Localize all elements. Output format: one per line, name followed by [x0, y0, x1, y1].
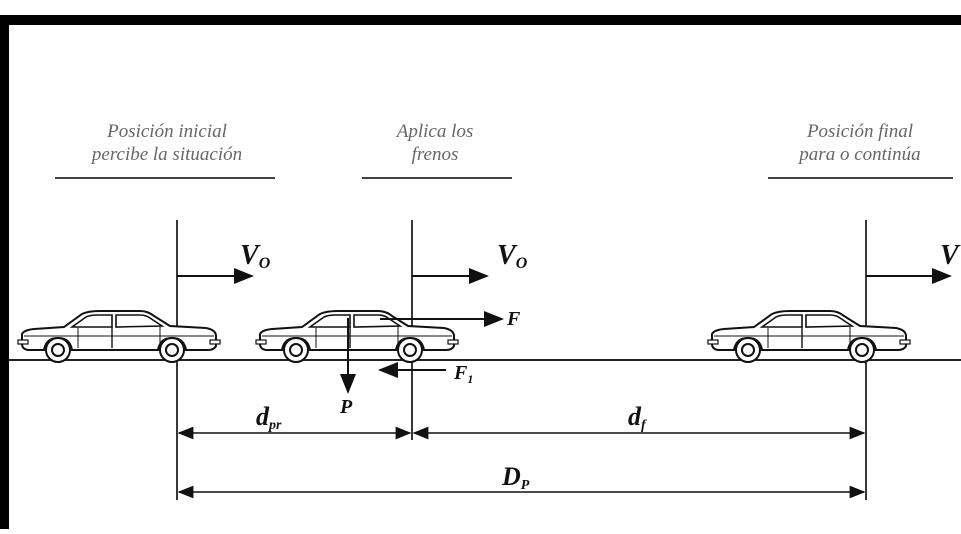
caption-initial-line1: Posición inicial [107, 121, 227, 142]
caption-brake-line1: Aplica los [396, 121, 474, 142]
label-force-f1-sub: 1 [467, 372, 474, 386]
label-v0-initial: VO [240, 240, 270, 272]
label-weight-p: P [340, 396, 352, 419]
label-dpr-sub: pr [269, 418, 282, 433]
label-v0-brake-main: V [497, 240, 516, 271]
label-dpr: dpr [256, 402, 282, 433]
caption-initial-underline [55, 177, 275, 179]
label-df-main: d [628, 402, 641, 431]
caption-brake: Aplica los frenos [355, 120, 515, 166]
label-force-f1-main: F [454, 362, 468, 384]
label-force-f1: F1 [454, 362, 474, 386]
label-df-sub: f [641, 418, 646, 433]
label-weight-p-main: P [340, 396, 353, 418]
caption-final-line2: para o continúa [799, 144, 921, 165]
label-dpr-main: d [256, 402, 269, 431]
label-vf-main: V [940, 240, 959, 271]
label-v0-initial-sub: O [258, 255, 271, 272]
caption-final-line1: Posición final [806, 121, 914, 142]
frame-border [0, 15, 961, 534]
label-v0-brake-sub: O [515, 255, 528, 272]
caption-final-underline [768, 177, 953, 179]
car-initial [17, 310, 221, 363]
caption-brake-line2: frenos [411, 144, 459, 165]
caption-initial: Posición inicial percibe la situación [52, 120, 282, 166]
label-force-f-main: F [507, 308, 521, 330]
label-dp: DP [502, 462, 530, 493]
label-v0-initial-main: V [240, 240, 259, 271]
label-vf-partial: V [940, 240, 959, 272]
caption-initial-line2: percibe la situación [91, 144, 243, 165]
label-v0-brake: VO [497, 240, 527, 272]
label-dp-sub: P [520, 478, 530, 493]
label-force-f: F [507, 308, 520, 331]
caption-final: Posición final para o continúa [760, 120, 960, 166]
caption-brake-underline [362, 177, 512, 179]
label-df: df [628, 402, 646, 433]
label-dp-main: D [502, 462, 521, 491]
car-final [707, 310, 911, 363]
